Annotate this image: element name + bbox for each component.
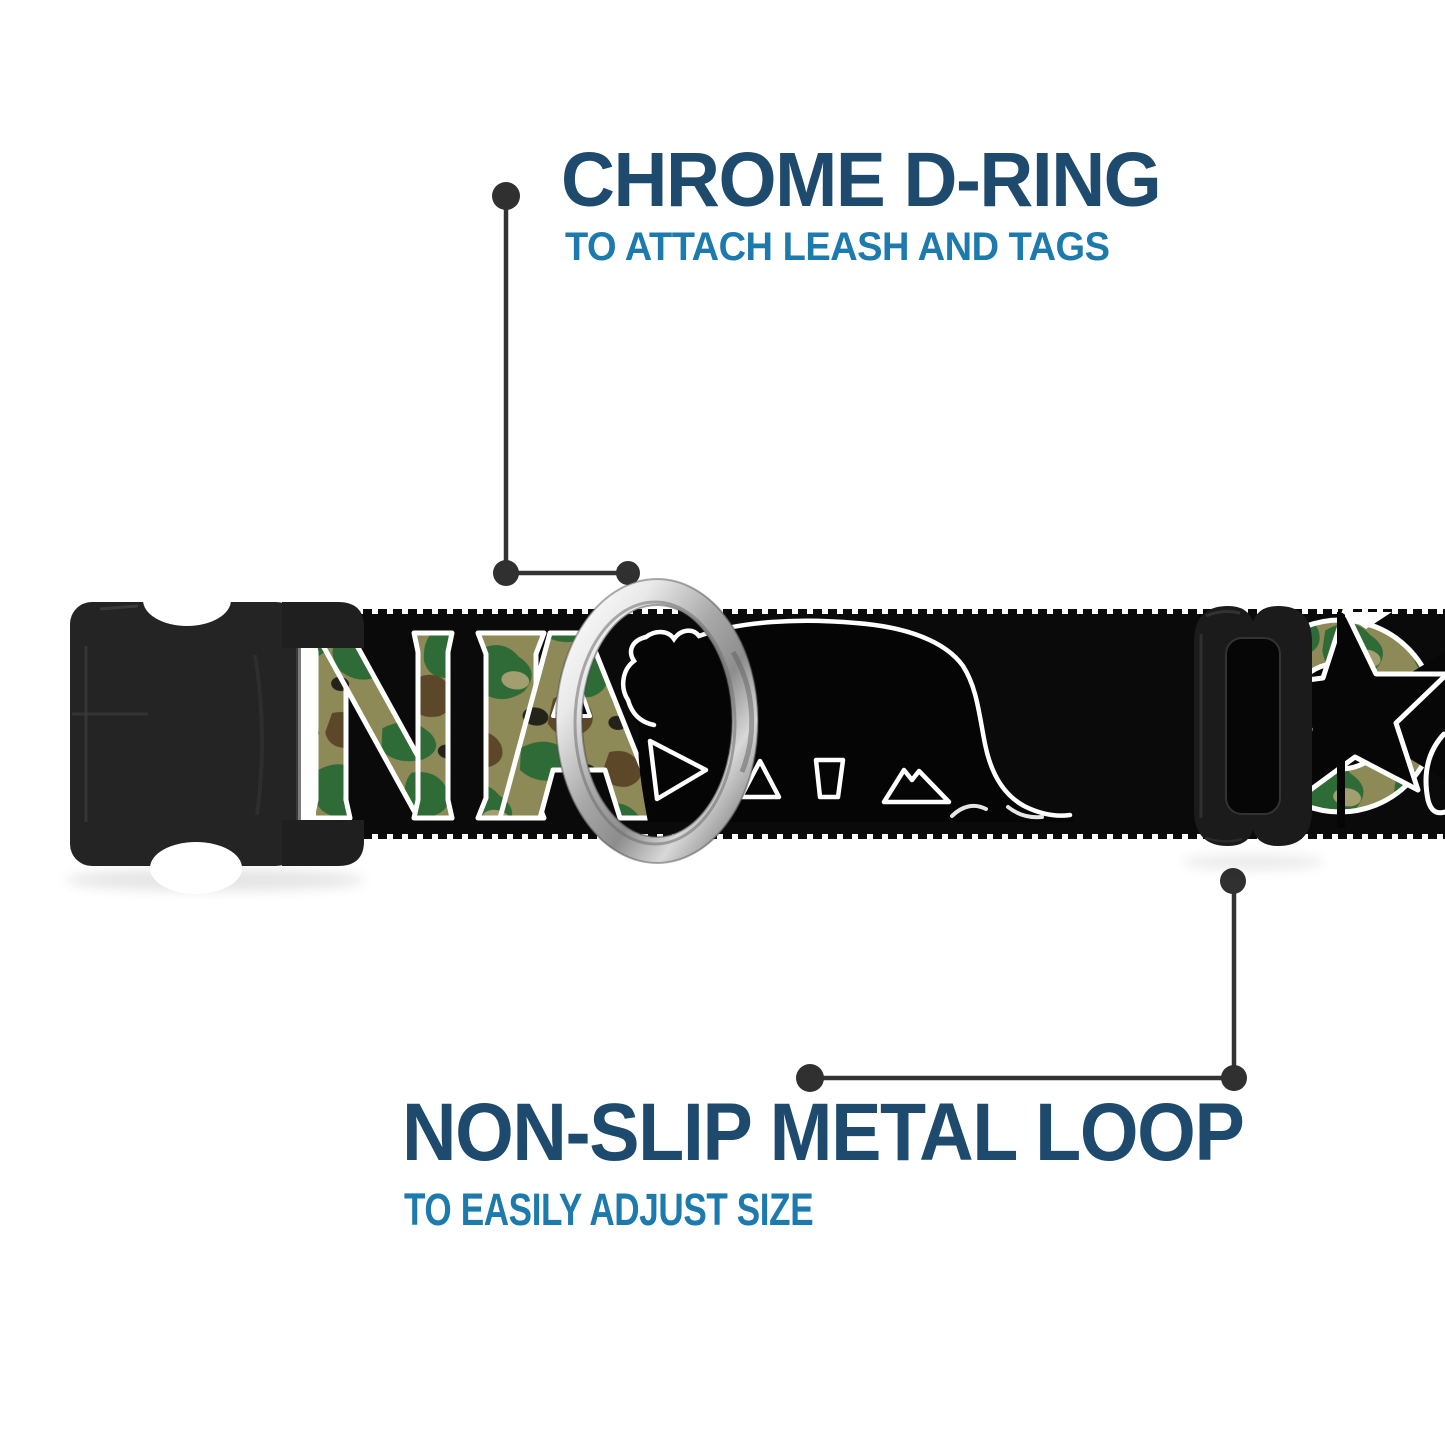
buckle <box>70 574 364 894</box>
callout-top-title: CHROME D-RING <box>561 137 1162 223</box>
buckle-bottom-notch <box>150 842 242 894</box>
callout-top-end-dot <box>616 561 640 585</box>
callout-bottom-end-dot <box>796 1064 824 1092</box>
grass-marks <box>738 757 952 805</box>
bear-back-outline <box>620 618 1073 818</box>
callout-bottom-pointer <box>796 868 1247 1092</box>
d-ring-inner-rim <box>581 604 733 838</box>
buckle-body-highlight <box>253 654 265 816</box>
strap-fold-seam <box>1337 612 1345 828</box>
callout-top-pointer <box>492 182 640 586</box>
bear-front-leg <box>647 738 709 802</box>
strap-letters-nia <box>309 630 665 821</box>
callout-top-start-dot <box>492 182 520 210</box>
buckle-body <box>70 602 298 866</box>
grass-triangle-2 <box>881 767 952 805</box>
chrome-d-ring <box>555 578 759 864</box>
callout-bottom-subtitle: TO EASILY ADJUST SIZE <box>404 1184 814 1235</box>
slider-shadow <box>1181 854 1325 870</box>
bear-chin-outline <box>625 697 657 728</box>
d-ring-band <box>556 579 758 863</box>
callout-bottom-title: NON-SLIP METAL LOOP <box>402 1087 1245 1178</box>
grass-triangle-1 <box>738 758 782 800</box>
slider-opening <box>1225 637 1281 815</box>
letter-n <box>309 630 455 821</box>
buckle-bottom-lip <box>282 820 364 866</box>
dog-collar <box>65 574 1445 894</box>
bear-hind-foot-outline <box>1006 805 1044 820</box>
bear-belly-outline <box>950 803 988 818</box>
buckle-top-lip <box>282 602 364 648</box>
next-letter-partial-outline <box>1423 731 1445 816</box>
d-ring-outer-rim <box>555 578 759 864</box>
callout-top-subtitle: TO ATTACH LEASH AND TAGS <box>565 225 1110 269</box>
callout-bottom-start-dot <box>1220 868 1246 894</box>
buckle-top-notch <box>143 574 231 626</box>
d-ring-double-line <box>573 600 737 846</box>
grass-bar <box>813 757 846 800</box>
adjuster-slider <box>1194 606 1312 846</box>
strap-fold-notch <box>1341 612 1392 629</box>
slider-highlight-bottom <box>1205 836 1243 843</box>
callout-bottom-bend-dot <box>1221 1065 1247 1091</box>
buckle-slot-edge-highlight <box>296 648 301 820</box>
slider-highlight-top <box>1205 610 1241 618</box>
d-ring-shade-streak <box>730 650 755 773</box>
buckle-top-sheen <box>99 604 139 611</box>
buckle-gap-bottom <box>298 778 316 824</box>
callout-top-bend-dot <box>493 560 519 586</box>
